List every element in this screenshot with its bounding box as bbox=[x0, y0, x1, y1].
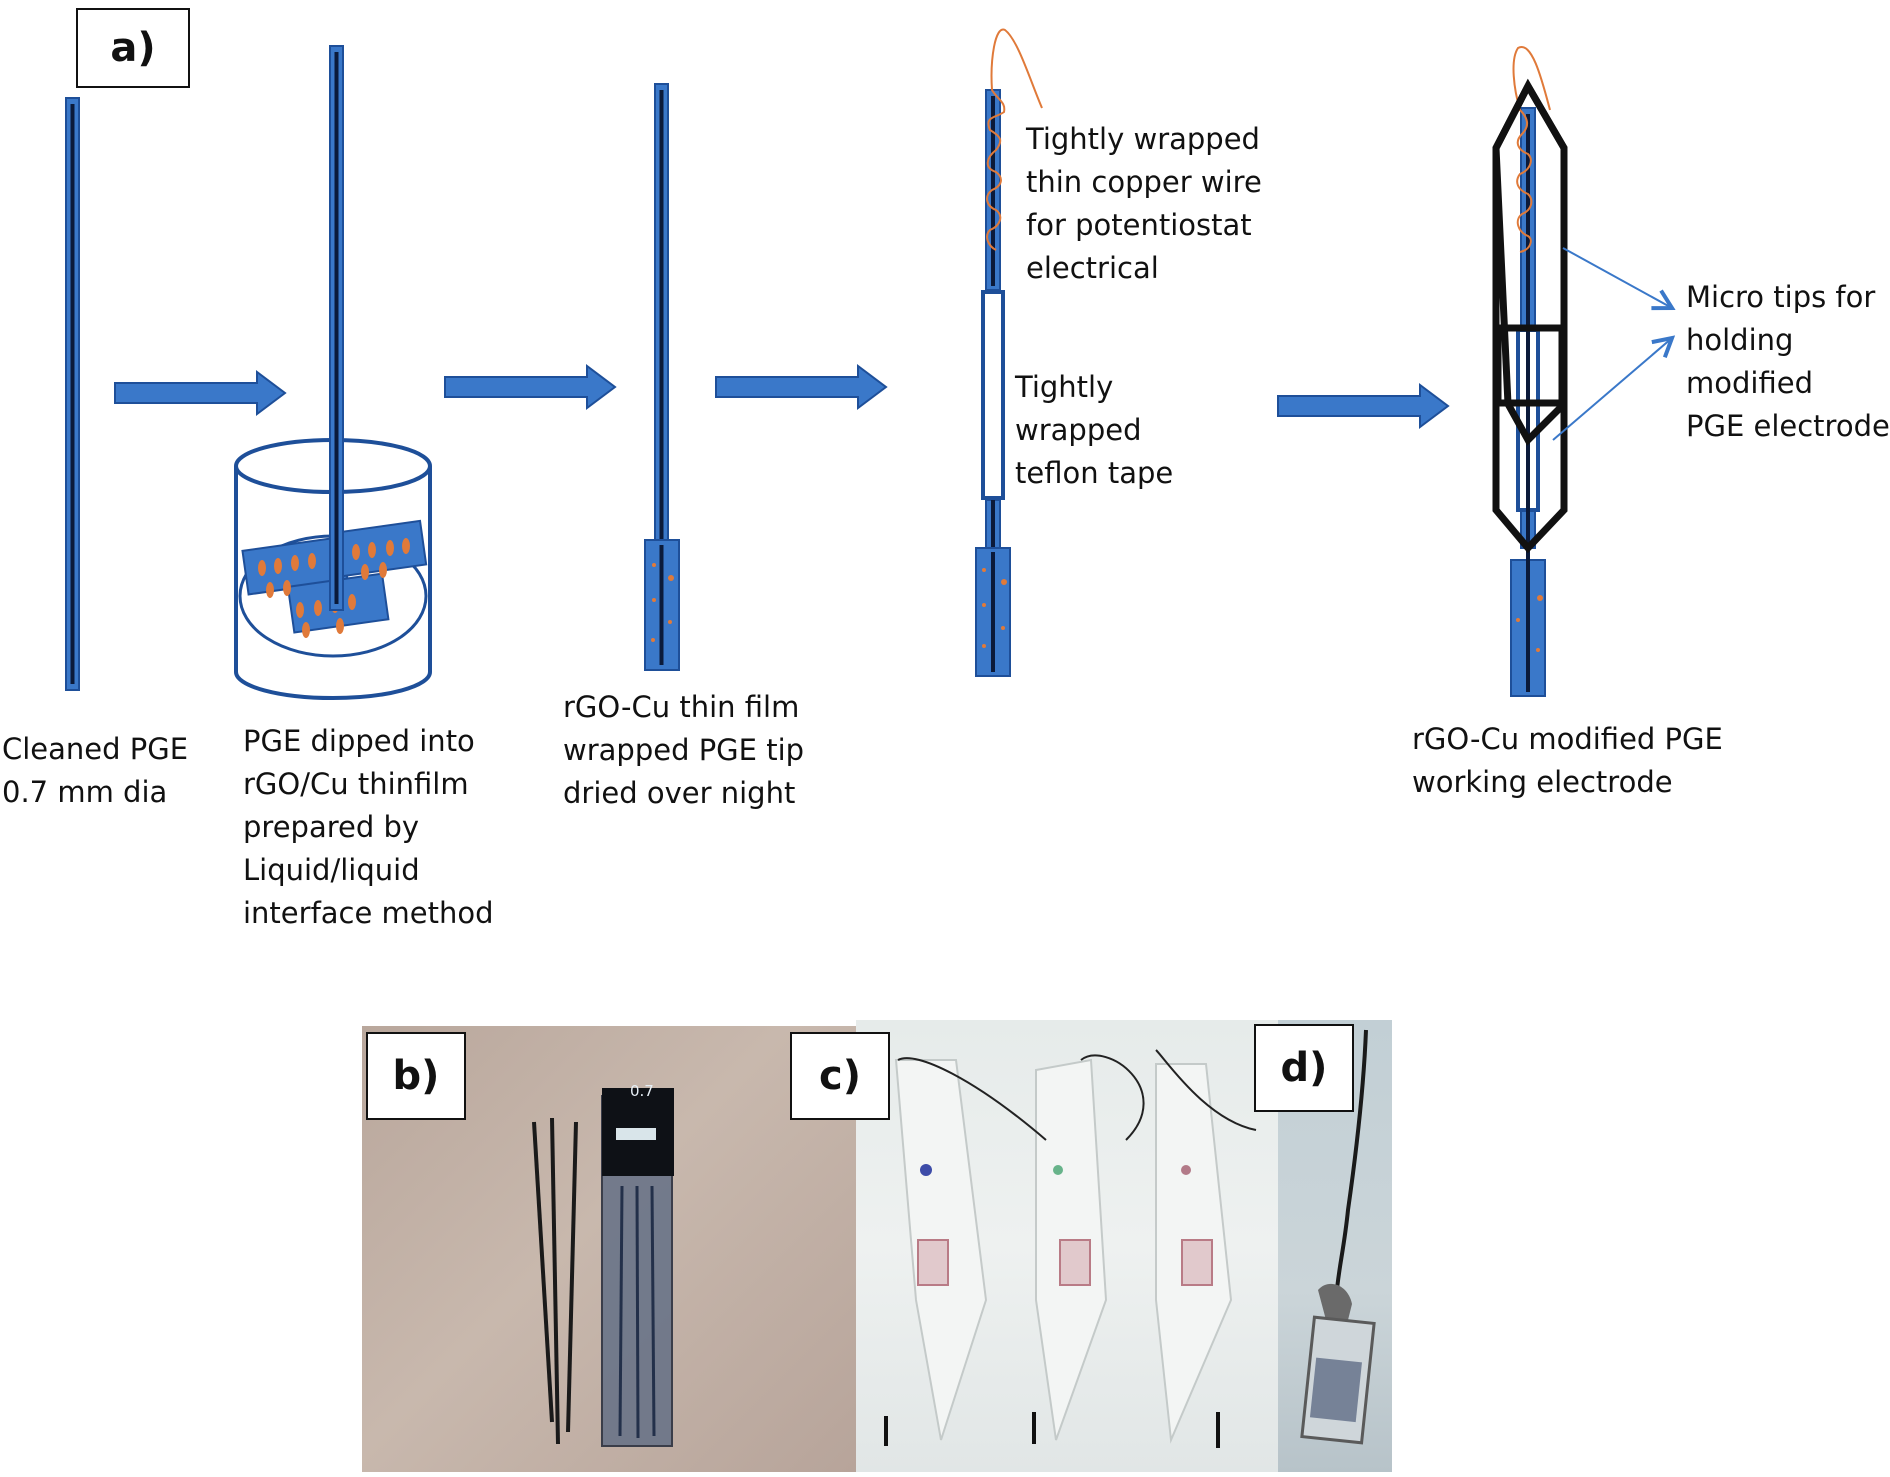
panel-c-tag: c) bbox=[790, 1032, 890, 1120]
photo-electrode-holders bbox=[856, 1020, 1278, 1472]
flow-arrow-1 bbox=[114, 370, 287, 416]
cleaned-pge-rod bbox=[65, 97, 80, 691]
panel-b-tag: b) bbox=[366, 1032, 466, 1120]
label-micro-tips: Micro tips for holding modified PGE elec… bbox=[1686, 280, 1890, 443]
flow-arrow-3 bbox=[715, 364, 888, 410]
pencil-leads-drawing bbox=[532, 1088, 674, 1447]
label-final-electrode: rGO-Cu modified PGE working electrode bbox=[1412, 722, 1723, 799]
panel-a-tag: a) bbox=[76, 8, 190, 88]
label-copper-wire: Tightly wrapped thin copper wire for pot… bbox=[1026, 122, 1262, 285]
lead-box-label: 0.7 bbox=[630, 1082, 654, 1100]
copper-teflon-assembly bbox=[975, 28, 1043, 677]
label-cleaned-pge: Cleaned PGE 0.7 mm dia bbox=[2, 732, 189, 809]
final-electrode-assembly bbox=[1492, 46, 1672, 697]
panel-d-tag: d) bbox=[1254, 1024, 1354, 1112]
film-wrapped-pge bbox=[644, 83, 680, 671]
label-dipped: PGE dipped into rGO/Cu thinfilm prepared… bbox=[243, 724, 494, 930]
holders-drawing bbox=[884, 1049, 1257, 1448]
beaker-with-film bbox=[234, 45, 432, 700]
label-wrapped-tip: rGO-Cu thin film wrapped PGE tip dried o… bbox=[563, 690, 805, 810]
modified-electrode-drawing bbox=[1300, 1029, 1376, 1445]
flow-arrow-4 bbox=[1277, 383, 1450, 429]
flow-arrow-2 bbox=[444, 364, 617, 410]
label-teflon: Tightly wrapped teflon tape bbox=[1015, 370, 1174, 490]
